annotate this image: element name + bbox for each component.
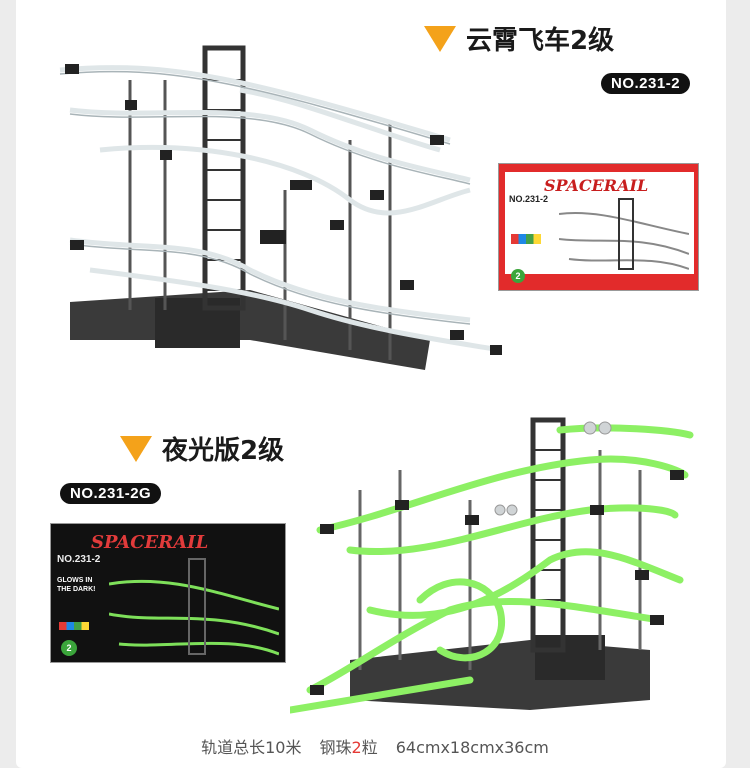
balls-suffix-text: 粒 [361,738,378,757]
steel-balls [494,421,612,516]
box-model-text: NO.231-2 [57,554,101,565]
level-badge: 2 [511,269,525,283]
spec-line: 轨道总长10米钢珠2粒 64cmx18cmx36cm [0,734,750,758]
section1-title: 云霄飞车2级 [424,20,614,57]
section1-title-text: 云霄飞车2级 [466,26,615,56]
color-swatches [59,622,89,630]
rail-clips [310,470,684,695]
section2-box-image: SPACERAIL NO.231-2 GLOWS IN THE DARK! 2 [50,523,286,663]
box-glow-thumbnail [109,558,279,656]
motor-box [535,635,605,680]
section2-title-text: 夜光版2级 [162,436,285,466]
level-badge: 2 [61,640,77,656]
color-swatches [511,234,541,244]
support-poles [128,80,392,360]
balls-prefix-text: 钢珠 [319,738,352,757]
rails [59,65,501,353]
lift-tower [202,45,246,311]
glow-coaster-image [290,417,694,714]
balls-count-text: 2 [351,738,362,757]
triangle-icon [120,435,152,462]
box-model-text: NO.231-2 [509,194,549,204]
tower-rungs [533,449,563,601]
rail-edges [59,70,471,325]
box-brand-text: SPACERAIL [544,176,649,195]
section2-model-badge: NO.231-2G [60,483,162,504]
track-length-text: 轨道总长10米 [201,738,302,757]
glow-rails [290,424,694,714]
triangle-icon [424,25,456,52]
size-text: 64cmx18cmx36cm [395,738,549,757]
rail-clips [65,64,502,355]
box-coaster-thumbnail [559,198,689,270]
lift-tower [530,417,566,653]
box-brand-text: SPACERAIL [91,532,209,553]
roller-coaster-image [59,45,502,370]
section1-box-image: SPACERAIL NO.231-2 2 [498,163,699,291]
box-panel [505,172,694,274]
box-slogan-text: GLOWS IN THE DARK! [57,577,96,593]
section2-title: 夜光版2级 [120,430,284,467]
section1-model-badge: NO.231-2 [601,73,691,94]
